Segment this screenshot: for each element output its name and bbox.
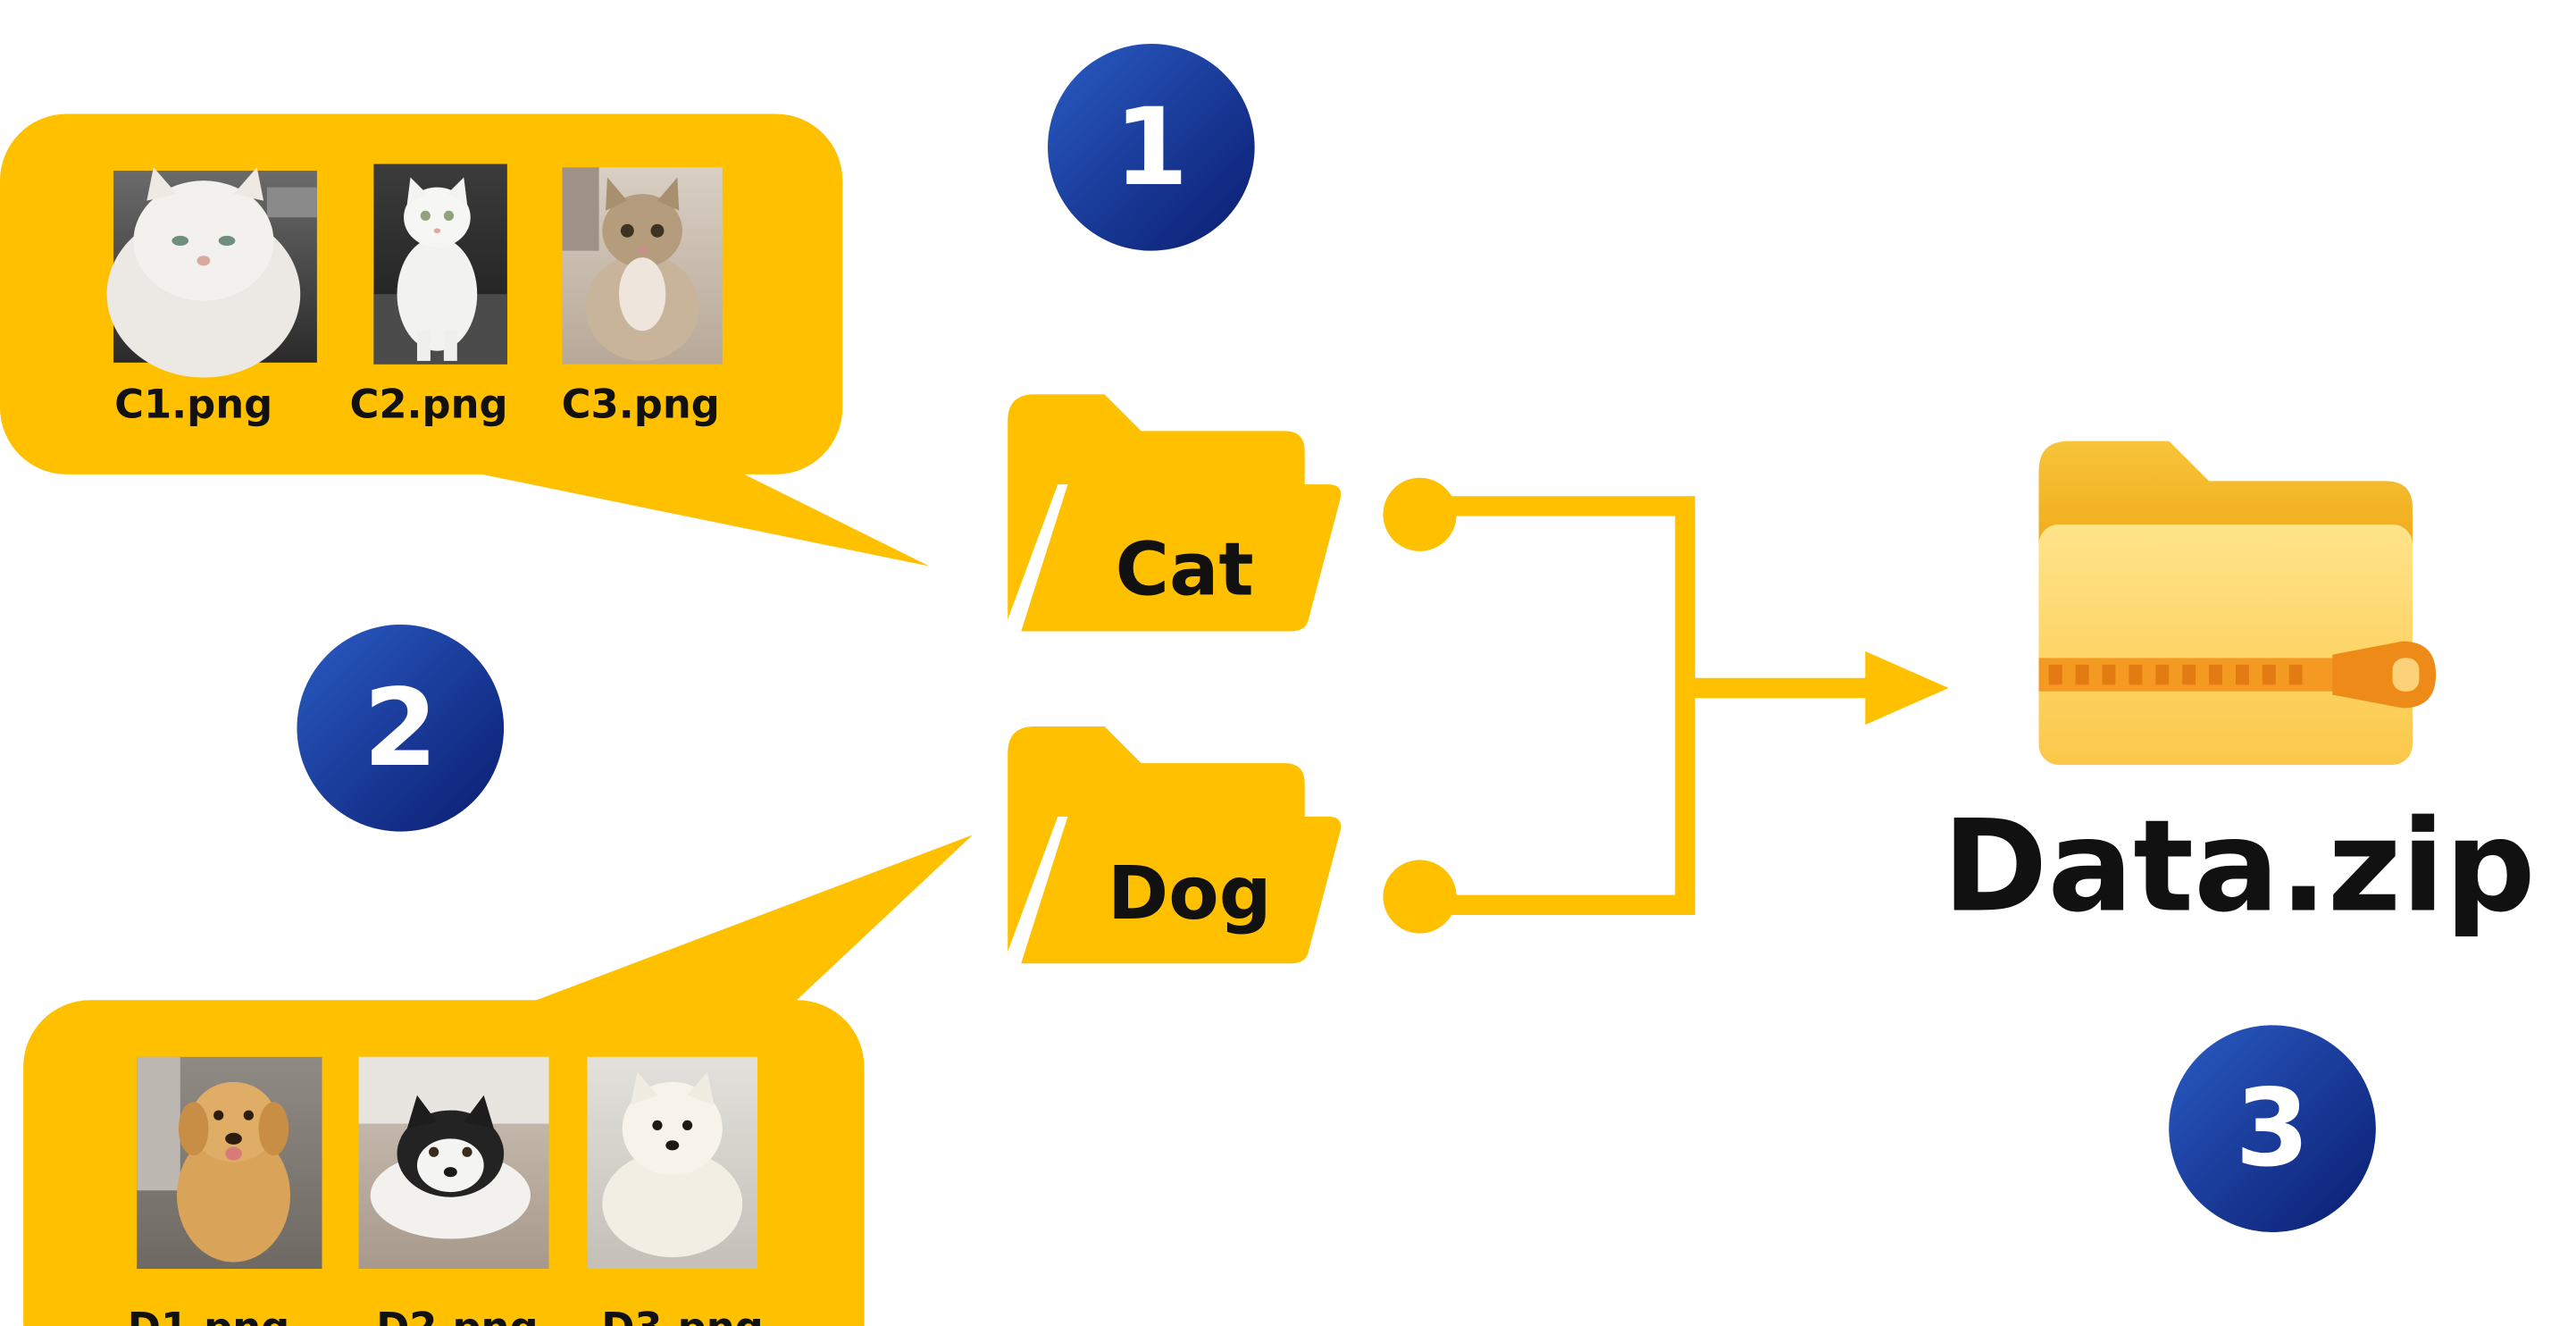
dog-file-label: D3.png	[601, 1303, 763, 1326]
cat-file-label: C3.png	[562, 380, 720, 427]
dog-files-callout: D1.png D2.png D3.png	[23, 835, 973, 1326]
dog-folder-icon: Dog	[1008, 726, 1342, 964]
dog-photo-d3	[587, 1056, 758, 1270]
dog-photo-d1	[137, 1056, 322, 1270]
dog-file-label: D2.png	[376, 1303, 538, 1326]
archive-name: Data.zip	[1943, 793, 2536, 940]
step-number: 2	[364, 667, 438, 791]
merge-connector	[1383, 477, 1949, 934]
cat-file-label: C1.png	[114, 380, 272, 427]
dog-file-label: D1.png	[128, 1303, 289, 1326]
cat-folder-label: Cat	[1116, 527, 1254, 612]
cat-file-label: C2.png	[349, 380, 507, 427]
step-badge-3: 3	[2169, 1025, 2376, 1232]
cat-folder-icon: Cat	[1008, 394, 1342, 632]
step-badge-2: 2	[297, 625, 505, 832]
step-badge-1: 1	[1048, 44, 1255, 251]
cat-photo-c1	[106, 167, 317, 378]
dog-folder-label: Dog	[1108, 852, 1271, 936]
cat-files-callout: C1.png C2.png C3.png	[0, 113, 930, 566]
cat-photo-c2	[373, 164, 507, 365]
dog-photo-d2	[358, 1056, 549, 1270]
step-number: 1	[1114, 86, 1188, 210]
cat-photo-c3	[562, 167, 723, 365]
zip-archive-icon	[2038, 441, 2437, 765]
step-number: 3	[2235, 1067, 2309, 1191]
